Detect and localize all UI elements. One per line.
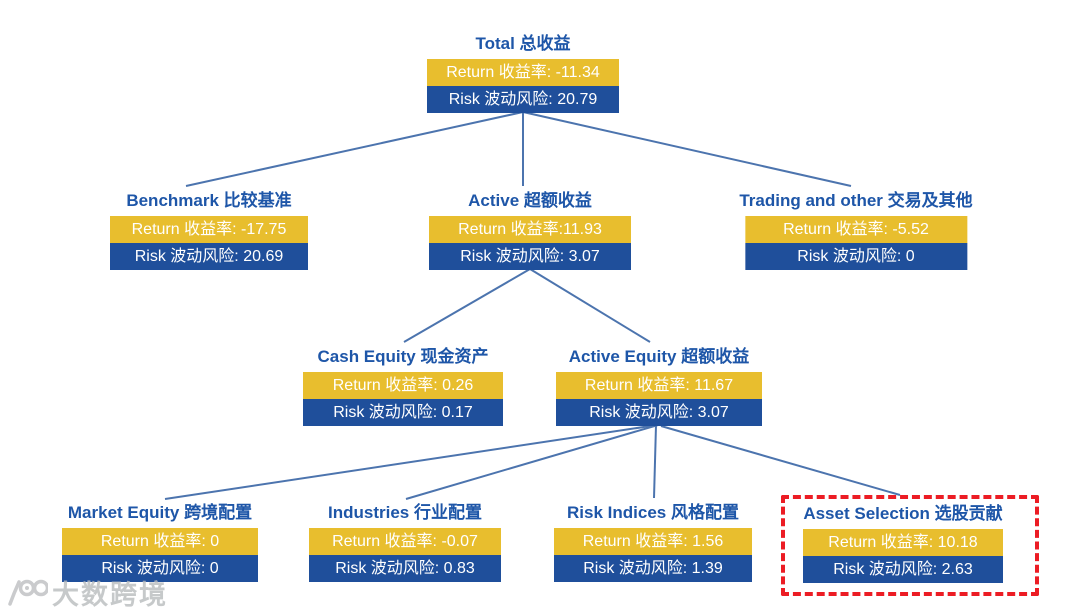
return-bar: Return 收益率:11.93 (429, 216, 631, 243)
node-title: Active 超额收益 (468, 191, 592, 210)
node-trading: Trading and other 交易及其他 Return 收益率: -5.5… (739, 190, 973, 270)
risk-bar: Risk 波动风险: 3.07 (429, 243, 631, 270)
connector-line (653, 424, 657, 499)
node-risk-indices: Risk Indices 风格配置 Return 收益率: 1.56 Risk … (554, 502, 752, 582)
risk-bar: Risk 波动风险: 2.63 (803, 556, 1003, 583)
risk-bar: Risk 波动风险: 20.79 (427, 86, 619, 113)
node-cash-equity: Cash Equity 现金资产 Return 收益率: 0.26 Risk 波… (303, 346, 503, 426)
node-active-equity: Active Equity 超额收益 Return 收益率: 11.67 Ris… (556, 346, 762, 426)
connector-line (164, 424, 658, 500)
return-bar: Return 收益率: 10.18 (803, 529, 1003, 556)
return-bar: Return 收益率: 1.56 (554, 528, 752, 555)
return-bar: Return 收益率: 0.26 (303, 372, 503, 399)
connector-line (522, 111, 852, 187)
node-benchmark: Benchmark 比较基准 Return 收益率: -17.75 Risk 波… (110, 190, 308, 270)
connector-line (185, 111, 524, 187)
watermark: 大数跨境 (4, 573, 168, 612)
risk-bar: Risk 波动风险: 20.69 (110, 243, 308, 270)
return-bar: Return 收益率: -0.07 (309, 528, 501, 555)
node-title: Benchmark 比较基准 (126, 191, 292, 210)
risk-bar: Risk 波动风险: 0 (62, 555, 258, 582)
risk-bar: Risk 波动风险: 1.39 (554, 555, 752, 582)
return-bar: Return 收益率: 0 (62, 528, 258, 555)
node-market-equity: Market Equity 跨境配置 Return 收益率: 0 Risk 波动… (62, 502, 258, 582)
node-title: Market Equity 跨境配置 (67, 503, 253, 522)
risk-bar: Risk 波动风险: 0 (744, 243, 967, 270)
watermark-text: 大数跨境 (52, 580, 168, 610)
node-title: Industries 行业配置 (328, 503, 482, 522)
node-asset-selection: Asset Selection 选股贡献 Return 收益率: 10.18 R… (803, 503, 1003, 583)
return-bar: Return 收益率: 11.67 (556, 372, 762, 399)
node-total: Total 总收益 Return 收益率: -11.34 Risk 波动风险: … (427, 33, 619, 113)
return-bar: Return 收益率: -11.34 (427, 59, 619, 86)
connector-line (405, 424, 659, 500)
node-title: Risk Indices 风格配置 (567, 503, 739, 522)
risk-bar: Risk 波动风险: 0.83 (309, 555, 501, 582)
node-active: Active 超额收益 Return 收益率:11.93 Risk 波动风险: … (429, 190, 631, 270)
node-industries: Industries 行业配置 Return 收益率: -0.07 Risk 波… (309, 502, 501, 582)
node-title: Total 总收益 (475, 34, 571, 53)
node-title: Cash Equity 现金资产 (317, 347, 489, 366)
risk-bar: Risk 波动风险: 0.17 (303, 399, 503, 426)
node-title: Trading and other 交易及其他 (739, 191, 973, 210)
connector-line (403, 268, 531, 343)
return-bar: Return 收益率: -17.75 (110, 216, 308, 243)
return-bar: Return 收益率: -5.52 (744, 216, 967, 243)
connector-line (529, 268, 651, 343)
node-title: Asset Selection 选股贡献 (803, 504, 1003, 523)
node-title: Active Equity 超额收益 (568, 347, 750, 366)
watermark-logo-icon (4, 577, 48, 609)
connector-line (660, 425, 901, 496)
risk-bar: Risk 波动风险: 3.07 (556, 399, 762, 426)
